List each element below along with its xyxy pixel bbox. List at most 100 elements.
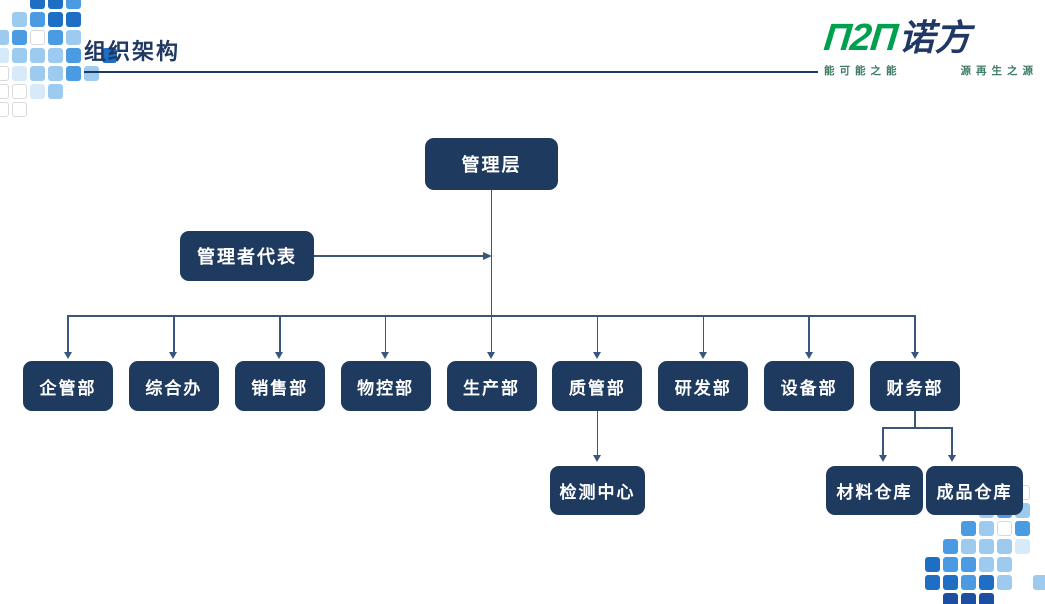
decor-square <box>66 66 81 81</box>
dept-node: 质管部 <box>552 315 643 411</box>
connector-finished-stem <box>951 427 953 455</box>
dept-box: 综合办 <box>128 361 219 411</box>
decor-square <box>48 84 63 99</box>
connector-stem <box>596 315 599 353</box>
decor-square <box>48 66 63 81</box>
decor-square <box>0 66 9 81</box>
dept-node: 销售部 <box>234 315 325 411</box>
decor-square <box>84 66 99 81</box>
decor-square <box>943 593 958 604</box>
decor-square <box>943 575 958 590</box>
logo-tagline: 能可能之能 源再生之源 <box>824 63 1038 78</box>
dept-box: 设备部 <box>764 361 855 411</box>
decor-square <box>1015 539 1030 554</box>
connector-finance-stub <box>914 411 916 428</box>
decor-square <box>0 48 9 63</box>
decor-square <box>12 102 27 117</box>
dept-box: 销售部 <box>234 361 325 411</box>
connector-stem <box>808 315 810 353</box>
decor-square <box>979 575 994 590</box>
decor-square <box>48 0 63 9</box>
connector-material-stem <box>882 427 884 455</box>
arrowhead-down-icon <box>592 352 601 359</box>
decor-square <box>12 66 27 81</box>
logo-tagline-right: 源再生之源 <box>960 64 1038 77</box>
decor-square <box>12 30 27 45</box>
decor-square <box>0 102 9 117</box>
decor-square <box>30 66 45 81</box>
arrowhead-down-icon <box>947 455 956 462</box>
logo-brand-name: 诺方 <box>898 17 971 58</box>
arrowhead-right-icon <box>483 251 492 260</box>
decor-square <box>1015 521 1030 536</box>
decor-square <box>48 12 63 27</box>
dept-box: 生产部 <box>446 361 537 411</box>
dept-node: 设备部 <box>764 315 855 411</box>
decor-square <box>961 593 976 604</box>
arrowhead-down-icon <box>381 352 390 359</box>
decor-square <box>30 48 45 63</box>
dept-node: 研发部 <box>658 315 749 411</box>
page-title: 组织架构 <box>84 39 181 64</box>
decor-square <box>12 48 27 63</box>
decor-square <box>997 521 1012 536</box>
decor-square <box>0 84 9 99</box>
decor-square <box>943 557 958 572</box>
dept-node: 生产部 <box>446 315 537 411</box>
arrowhead-down-icon <box>63 352 72 359</box>
decor-square <box>12 12 27 27</box>
decor-square <box>979 521 994 536</box>
dept-node: 综合办 <box>128 315 219 411</box>
dept-node: 物控部 <box>340 315 431 411</box>
dept-box: 企管部 <box>23 361 113 411</box>
decor-square <box>48 48 63 63</box>
decor-square <box>66 30 81 45</box>
dept-box: 研发部 <box>658 361 749 411</box>
decor-square <box>925 557 940 572</box>
arrowhead-down-icon <box>275 352 284 359</box>
decor-square <box>66 12 81 27</box>
decor-square <box>979 557 994 572</box>
connector-stem <box>490 315 493 353</box>
decor-square <box>997 575 1012 590</box>
decor-square <box>961 539 976 554</box>
decor-square <box>48 30 63 45</box>
decor-square <box>943 539 958 554</box>
arrowhead-down-icon <box>487 352 495 359</box>
decor-square <box>997 539 1012 554</box>
dept-box: 物控部 <box>340 361 431 411</box>
decor-square <box>961 521 976 536</box>
decor-square <box>66 0 81 9</box>
dept-node: 企管部 <box>23 315 113 411</box>
connector-stem <box>914 315 916 353</box>
connector-stem <box>173 315 175 353</box>
decor-square <box>997 557 1012 572</box>
connector-stem <box>67 315 69 353</box>
logo-letters-icon: Π2Π <box>821 17 899 59</box>
arrowhead-down-icon <box>804 352 813 359</box>
arrowhead-down-icon <box>169 352 178 359</box>
dept-node: 财务部 <box>870 315 960 411</box>
decor-square <box>0 30 9 45</box>
decor-square <box>979 539 994 554</box>
logo-main: Π2Π 诺方 <box>821 17 1038 60</box>
node-inspection-center: 检测中心 <box>550 466 645 515</box>
arrowhead-down-icon <box>878 455 887 462</box>
node-material-warehouse: 材料仓库 <box>826 466 923 515</box>
decor-square <box>961 557 976 572</box>
decor-square <box>1033 575 1045 590</box>
title-underline <box>84 71 818 73</box>
decor-square <box>925 575 940 590</box>
connector-finance-branch <box>883 427 953 429</box>
connector-representative-line <box>314 255 484 257</box>
decor-square <box>30 0 45 9</box>
dept-box: 财务部 <box>870 361 960 411</box>
node-management: 管理层 <box>425 138 558 190</box>
decor-square <box>979 593 994 604</box>
connector-stem <box>702 315 704 353</box>
department-row: 企管部 综合办 销售部 物控部 生产部 <box>23 315 960 411</box>
decor-square <box>30 30 45 45</box>
logo-tagline-left: 能可能之能 <box>824 64 902 77</box>
company-logo: Π2Π 诺方 能可能之能 源再生之源 <box>821 17 1038 78</box>
